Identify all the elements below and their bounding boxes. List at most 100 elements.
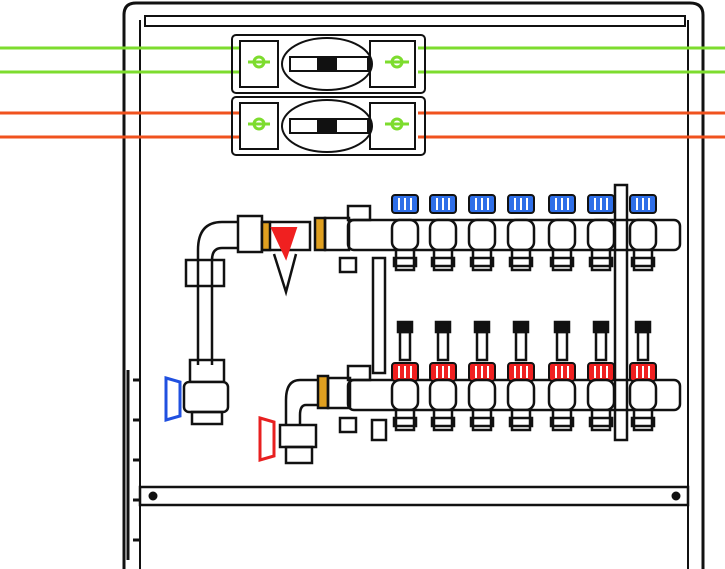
bracket-left bbox=[371, 256, 387, 375]
circuit-outlet bbox=[390, 320, 420, 432]
circuit-outlet bbox=[506, 320, 536, 432]
valve-nut bbox=[188, 358, 226, 384]
cap-ribs bbox=[436, 198, 450, 210]
cap-ribs bbox=[475, 198, 489, 210]
circuit-outlet bbox=[547, 194, 577, 272]
mounting-brackets bbox=[370, 183, 629, 442]
circuit-outlet bbox=[428, 320, 458, 432]
bottom-rail bbox=[138, 485, 690, 507]
cap-ribs bbox=[555, 366, 569, 378]
flow-meter-tube bbox=[555, 330, 569, 362]
outlet-nut bbox=[630, 256, 656, 268]
return-coupling bbox=[326, 376, 352, 410]
outlet-nut bbox=[430, 416, 456, 428]
return-manifold-drain bbox=[338, 416, 358, 434]
valve-center bbox=[317, 58, 337, 70]
supply-manifold bbox=[338, 194, 682, 274]
outlet-nut bbox=[588, 256, 614, 268]
circuit-outlet bbox=[428, 194, 458, 272]
rail-screw bbox=[671, 491, 681, 501]
flow-meter-cap bbox=[592, 320, 610, 334]
filter-red-cap bbox=[270, 227, 298, 261]
actuator-left bbox=[239, 102, 279, 150]
outlet-body bbox=[467, 218, 497, 252]
flow-meter-tube bbox=[594, 330, 608, 362]
flow-meter-cap bbox=[434, 320, 452, 334]
outlet-nut bbox=[588, 416, 614, 428]
outlet-nut bbox=[549, 416, 575, 428]
cap-ribs bbox=[514, 198, 528, 210]
valve-block-body bbox=[231, 34, 426, 94]
outlet-body bbox=[467, 378, 497, 412]
outlet-nut bbox=[469, 416, 495, 428]
outlet-body bbox=[506, 218, 536, 252]
flow-meter-tube bbox=[398, 330, 412, 362]
supply-nut bbox=[236, 214, 264, 254]
zone-valve-block bbox=[231, 34, 426, 94]
outlet-body bbox=[586, 218, 616, 252]
flow-meter-tube bbox=[475, 330, 489, 362]
flow-meter-cap bbox=[396, 320, 414, 334]
return-ball-valve bbox=[278, 423, 318, 449]
outlet-body bbox=[428, 378, 458, 412]
union-nut bbox=[184, 258, 226, 288]
brass-ring-left bbox=[260, 220, 272, 252]
rail-screw bbox=[148, 491, 158, 501]
cap-ribs bbox=[475, 366, 489, 378]
return-valve-handle bbox=[258, 416, 276, 462]
valve-dome bbox=[281, 99, 373, 153]
circuit-outlet bbox=[586, 320, 616, 432]
cap-ribs bbox=[514, 366, 528, 378]
outlet-body bbox=[428, 218, 458, 252]
bracket-foot-left bbox=[370, 418, 388, 442]
circuit-outlet bbox=[467, 194, 497, 272]
supply-manifold-drain bbox=[338, 256, 358, 274]
supply-manifold-vent bbox=[346, 204, 372, 222]
outlet-body bbox=[390, 218, 420, 252]
outlet-nut bbox=[392, 416, 418, 428]
outlet-body bbox=[628, 378, 658, 412]
outlet-body bbox=[628, 218, 658, 252]
zone-valve-block bbox=[231, 96, 426, 156]
outlet-nut bbox=[392, 256, 418, 268]
supply-ball-valve bbox=[182, 380, 230, 414]
left-fittings bbox=[164, 214, 352, 465]
supply-valve-tail bbox=[190, 410, 224, 426]
outlet-body bbox=[390, 378, 420, 412]
return-manifold bbox=[338, 320, 682, 434]
circuit-outlet bbox=[628, 320, 658, 432]
supply-valve-handle bbox=[164, 376, 182, 422]
return-manifold-vent bbox=[346, 364, 372, 382]
brass-ring-return bbox=[316, 374, 330, 410]
flow-meter-tube bbox=[514, 330, 528, 362]
circuit-outlet bbox=[390, 194, 420, 272]
circuit-outlet bbox=[547, 320, 577, 432]
valve-block-body bbox=[231, 96, 426, 156]
flow-meter-cap bbox=[634, 320, 652, 334]
top-rail bbox=[144, 15, 686, 27]
outlet-nut bbox=[508, 256, 534, 268]
cap-ribs bbox=[398, 366, 412, 378]
manifolds bbox=[338, 183, 682, 442]
zone-valve-blocks bbox=[231, 34, 426, 156]
cap-ribs bbox=[436, 366, 450, 378]
outlet-body bbox=[506, 378, 536, 412]
flow-meter-tube bbox=[636, 330, 650, 362]
cabinet-outer-frame bbox=[122, 1, 705, 569]
actuator-right bbox=[369, 102, 416, 150]
circuit-outlet bbox=[506, 194, 536, 272]
cap-ribs bbox=[636, 198, 650, 210]
cap-ribs bbox=[398, 198, 412, 210]
pipes bbox=[0, 46, 725, 139]
actuator-left bbox=[239, 40, 279, 88]
circuit-outlet bbox=[586, 194, 616, 272]
valve-center bbox=[317, 120, 337, 132]
cap-ribs bbox=[636, 366, 650, 378]
actuator-right bbox=[369, 40, 416, 88]
outlet-nut bbox=[469, 256, 495, 268]
circuit-outlet bbox=[628, 194, 658, 272]
side-mount bbox=[126, 370, 139, 560]
return-valve-tail bbox=[284, 445, 314, 465]
outlet-nut bbox=[549, 256, 575, 268]
